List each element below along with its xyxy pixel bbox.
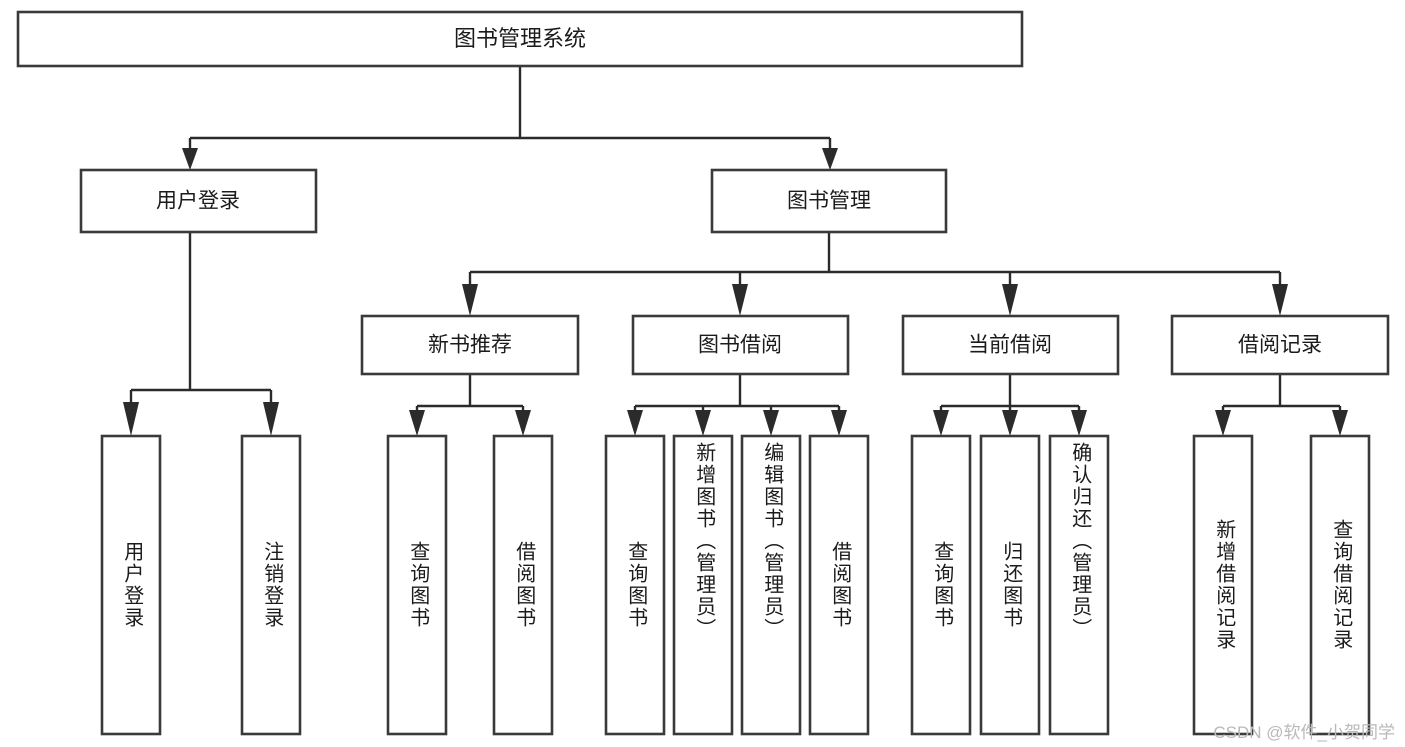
node-user-login-box[interactable]: [79, 168, 318, 234]
leaf-box-borrow-query-book[interactable]: [604, 434, 666, 736]
arrow-leaf-rec-query: [409, 410, 425, 436]
node-borrow-record-box[interactable]: [1170, 314, 1390, 376]
node-current-borrow-label: 当前借阅: [968, 334, 1052, 357]
node-book-management-label: 图书管理: [787, 190, 871, 213]
arrow-to-user-login: [182, 148, 198, 170]
leaf-box-query-record[interactable]: [1309, 434, 1371, 736]
node-new-book-recommend[interactable]: 新书推荐: [360, 314, 580, 376]
node-root-label: 图书管理系统: [454, 26, 586, 51]
connectors: [123, 66, 1348, 436]
leaf-box-current-query-book[interactable]: [910, 434, 972, 736]
leaf-box-rec-borrow-book[interactable]: [492, 434, 554, 736]
leaf-box-return-book[interactable]: [979, 434, 1041, 736]
node-book-borrow-box[interactable]: [631, 314, 850, 376]
leaf-box-user-login[interactable]: [100, 434, 162, 736]
node-book-borrow-label: 图书借阅: [698, 334, 782, 357]
arrow-leaf-return-book: [1002, 410, 1018, 436]
arrow-leaf-query-record: [1332, 410, 1348, 436]
arrow-leaf-confirm-return: [1071, 410, 1087, 436]
node-book-borrow[interactable]: 图书借阅: [631, 314, 850, 376]
arrow-to-book-borrow: [732, 284, 748, 316]
arrow-leaf-current-query: [933, 410, 949, 436]
arrow-leaf-borrow-book: [831, 410, 847, 436]
node-user-login[interactable]: 用户登录: [79, 168, 318, 234]
node-user-login-label: 用户登录: [156, 190, 240, 213]
arrow-leaf-rec-borrow: [515, 410, 531, 436]
node-root-box[interactable]: [16, 10, 1024, 68]
arrow-to-new-book-rec: [462, 284, 478, 316]
leaf-boxes: [100, 434, 1371, 736]
node-borrow-record[interactable]: 借阅记录: [1170, 314, 1390, 376]
leaf-box-edit-book[interactable]: [740, 434, 802, 736]
leaf-box-rec-query-book[interactable]: [386, 434, 448, 736]
arrow-leaf-user-login: [123, 402, 139, 436]
node-current-borrow[interactable]: 当前借阅: [901, 314, 1120, 376]
leaf-box-borrow-book[interactable]: [808, 434, 870, 736]
leaf-box-add-record[interactable]: [1192, 434, 1254, 736]
node-borrow-record-label: 借阅记录: [1238, 334, 1322, 357]
watermark-text: CSDN @软件_小贺同学: [1213, 723, 1395, 742]
arrow-leaf-logout: [263, 402, 279, 436]
leaf-box-add-book[interactable]: [672, 434, 734, 736]
arrow-leaf-borrow-query: [627, 410, 643, 436]
arrow-leaf-add-book: [695, 410, 711, 436]
node-current-borrow-box[interactable]: [901, 314, 1120, 376]
arrow-leaf-edit-book: [763, 410, 779, 436]
arrow-leaf-add-record: [1215, 410, 1231, 436]
arrow-to-book-manage: [822, 148, 838, 170]
arrow-to-borrow-record: [1272, 284, 1288, 316]
node-book-management[interactable]: 图书管理: [710, 168, 948, 234]
leaf-box-confirm-return[interactable]: [1048, 434, 1110, 736]
leaf-box-logout[interactable]: [240, 434, 302, 736]
arrow-to-current-borrow: [1002, 284, 1018, 316]
node-new-book-recommend-label: 新书推荐: [428, 334, 512, 357]
node-root[interactable]: 图书管理系统: [16, 10, 1024, 68]
node-book-management-box[interactable]: [710, 168, 948, 234]
node-new-book-recommend-box[interactable]: [360, 314, 580, 376]
